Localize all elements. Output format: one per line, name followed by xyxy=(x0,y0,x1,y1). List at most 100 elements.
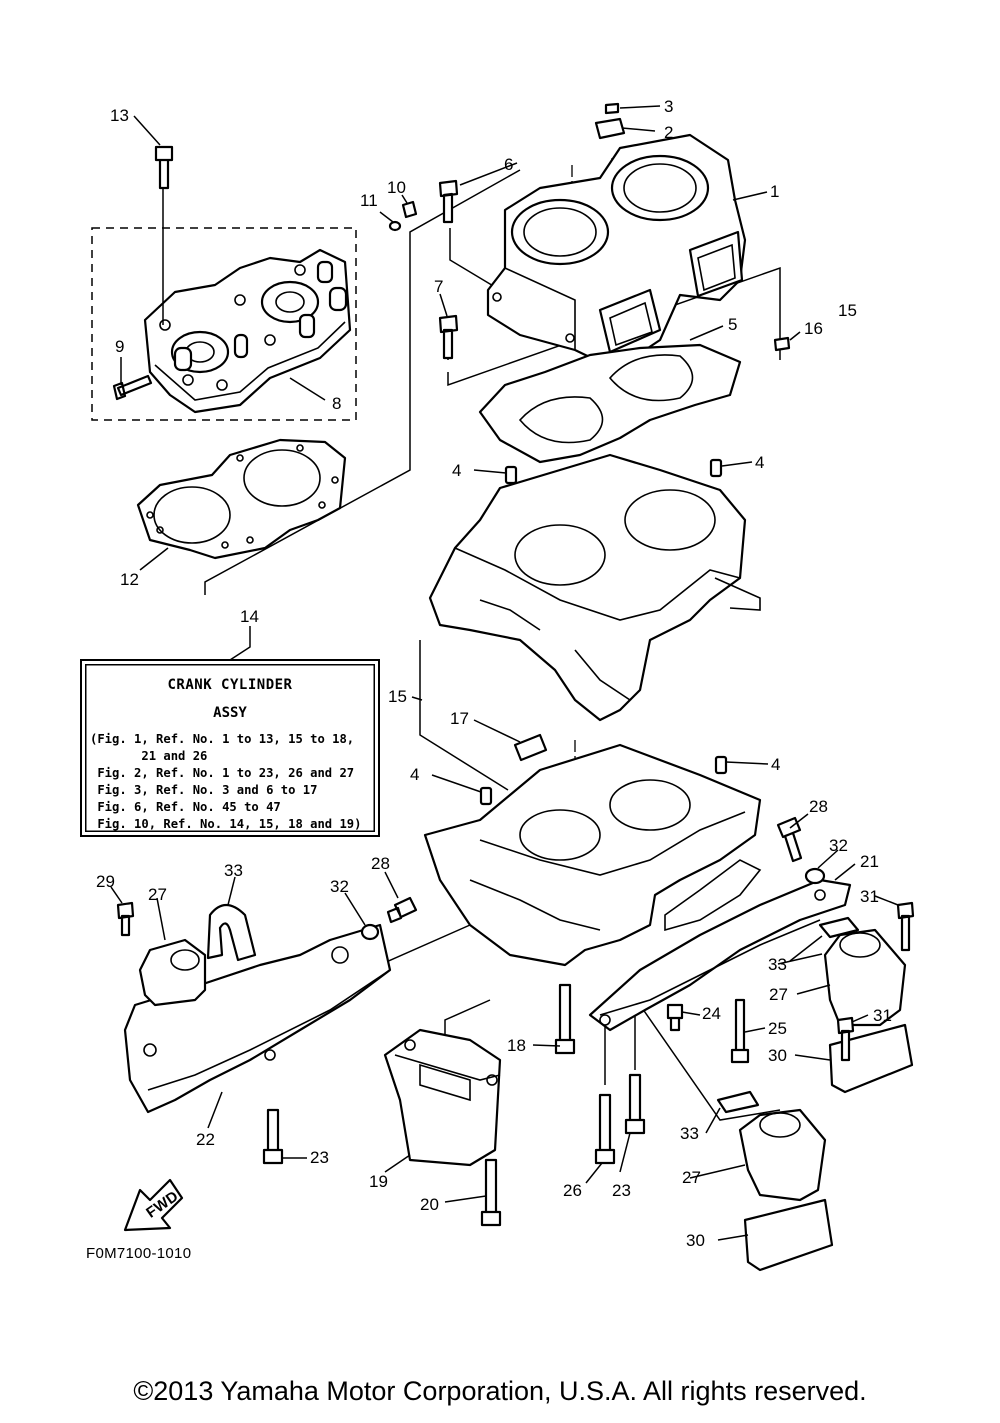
callout-18: 18 xyxy=(507,1036,526,1055)
callout-6: 6 xyxy=(504,155,513,174)
bolt-26 xyxy=(594,1093,616,1165)
callout-29: 29 xyxy=(96,872,115,891)
gasket-11 xyxy=(388,220,402,232)
callout-33-a: 33 xyxy=(224,861,243,880)
callout-31-a: 31 xyxy=(860,887,879,906)
callout-28-a: 28 xyxy=(809,797,828,816)
callout-labels: 1 2 3 4 4 4 4 5 6 7 8 9 10 11 12 13 14 1… xyxy=(96,97,892,1250)
cylinder-block xyxy=(438,102,791,364)
fwd-arrow: FWD xyxy=(123,1178,184,1232)
bolt-18 xyxy=(554,983,576,1055)
collar-17 xyxy=(513,733,548,762)
damper-right-lower xyxy=(716,1016,855,1272)
pipe-33-left xyxy=(206,903,257,962)
bolt-31-upper xyxy=(896,901,915,952)
callout-9: 9 xyxy=(115,337,124,356)
callout-32-b: 32 xyxy=(330,877,349,896)
screw-3 xyxy=(604,102,620,115)
callout-13: 13 xyxy=(110,106,129,125)
dowel-pin-4b xyxy=(709,458,723,478)
callout-24: 24 xyxy=(702,1004,721,1023)
callout-21: 21 xyxy=(860,852,879,871)
bolt-6 xyxy=(438,179,459,224)
info-box-subtitle: ASSY xyxy=(213,705,247,721)
callout-16: 16 xyxy=(804,319,823,338)
callout-28-b: 28 xyxy=(371,854,390,873)
callout-2: 2 xyxy=(664,123,673,142)
callout-32-a: 32 xyxy=(829,836,848,855)
fitting-28-left xyxy=(386,896,418,924)
callout-7: 7 xyxy=(434,277,443,296)
bolt-24 xyxy=(666,1003,684,1032)
washer-32-left xyxy=(360,923,380,941)
callout-22: 22 xyxy=(196,1130,215,1149)
callout-4-d: 4 xyxy=(771,755,780,774)
bracket-2 xyxy=(594,117,626,140)
bolt-25 xyxy=(730,998,750,1064)
fitting-28-right xyxy=(776,816,803,863)
cover-30-upper xyxy=(828,1023,914,1094)
bolt-13 xyxy=(154,145,174,190)
callout-31-b: 31 xyxy=(873,1006,892,1025)
callout-26: 26 xyxy=(563,1181,582,1200)
callout-19: 19 xyxy=(369,1172,388,1191)
bolt-31-lower xyxy=(836,1016,855,1062)
plug-10 xyxy=(401,200,418,219)
assembly-info-box: CRANK CYLINDER ASSY (Fig. 1, Ref. No. 1 … xyxy=(80,659,380,837)
cylinder-gasket xyxy=(478,343,742,464)
info-box-lines: (Fig. 1, Ref. No. 1 to 13, 15 to 18, 21 … xyxy=(90,731,372,833)
callout-27-c: 27 xyxy=(682,1168,701,1187)
pipe-33-right xyxy=(818,916,860,939)
callout-14: 14 xyxy=(240,607,259,626)
callout-1: 1 xyxy=(770,182,779,201)
leader-lines xyxy=(110,105,899,1241)
callout-4-a: 4 xyxy=(452,461,461,480)
info-box-title: CRANK CYLINDER xyxy=(167,677,293,693)
callout-23-b: 23 xyxy=(612,1181,631,1200)
bolt-23-left xyxy=(262,1108,284,1165)
callout-17: 17 xyxy=(450,709,469,728)
callout-25: 25 xyxy=(768,1019,787,1038)
callout-33-b: 33 xyxy=(768,955,787,974)
callout-5: 5 xyxy=(728,315,737,334)
callout-12: 12 xyxy=(120,570,139,589)
info-line: Fig. 6, Ref. No. 45 to 47 xyxy=(90,800,281,814)
callout-23-a: 23 xyxy=(310,1148,329,1167)
washer-32-right xyxy=(804,867,826,885)
callout-10: 10 xyxy=(387,178,406,197)
callout-15-b: 15 xyxy=(388,687,407,706)
callout-8: 8 xyxy=(332,394,341,413)
lower-crankcase xyxy=(423,733,762,967)
callout-27-a: 27 xyxy=(148,885,167,904)
info-line: (Fig. 1, Ref. No. 1 to 13, 15 to 18, xyxy=(90,732,355,746)
bolt-7 xyxy=(438,314,459,360)
damper-27-left xyxy=(138,938,207,1007)
copyright-notice: ©2013 Yamaha Motor Corporation, U.S.A. A… xyxy=(133,1376,867,1406)
cover-30-lower xyxy=(743,1198,834,1272)
engine-mount-right xyxy=(554,816,852,1165)
callout-4-b: 4 xyxy=(755,453,764,472)
upper-crankcase xyxy=(428,453,761,722)
intake-manifold xyxy=(262,1028,502,1227)
callout-4-c: 4 xyxy=(410,765,419,784)
callout-30-b: 30 xyxy=(686,1231,705,1250)
callout-27-b: 27 xyxy=(769,985,788,1004)
pipe-33-lower xyxy=(716,1090,760,1114)
bolt-20 xyxy=(480,1158,502,1227)
info-line: Fig. 3, Ref. No. 3 and 6 to 17 xyxy=(90,783,318,797)
dowel-pin-4c xyxy=(479,786,493,806)
callout-15-a: 15 xyxy=(838,301,857,320)
damper-right-upper xyxy=(818,901,915,1094)
engine-mount-left xyxy=(116,896,418,1114)
info-line: Fig. 2, Ref. No. 1 to 23, 26 and 27 xyxy=(90,766,355,780)
callout-30-a: 30 xyxy=(768,1046,787,1065)
dowel-pin-4d xyxy=(714,755,728,775)
info-line: 21 and 26 xyxy=(90,749,208,763)
callout-20: 20 xyxy=(420,1195,439,1214)
callout-3: 3 xyxy=(664,97,673,116)
dowel-pin-4a xyxy=(504,465,518,485)
bolt-16 xyxy=(773,336,791,352)
head-gasket xyxy=(136,438,347,560)
bolt-23-right xyxy=(624,1073,646,1135)
